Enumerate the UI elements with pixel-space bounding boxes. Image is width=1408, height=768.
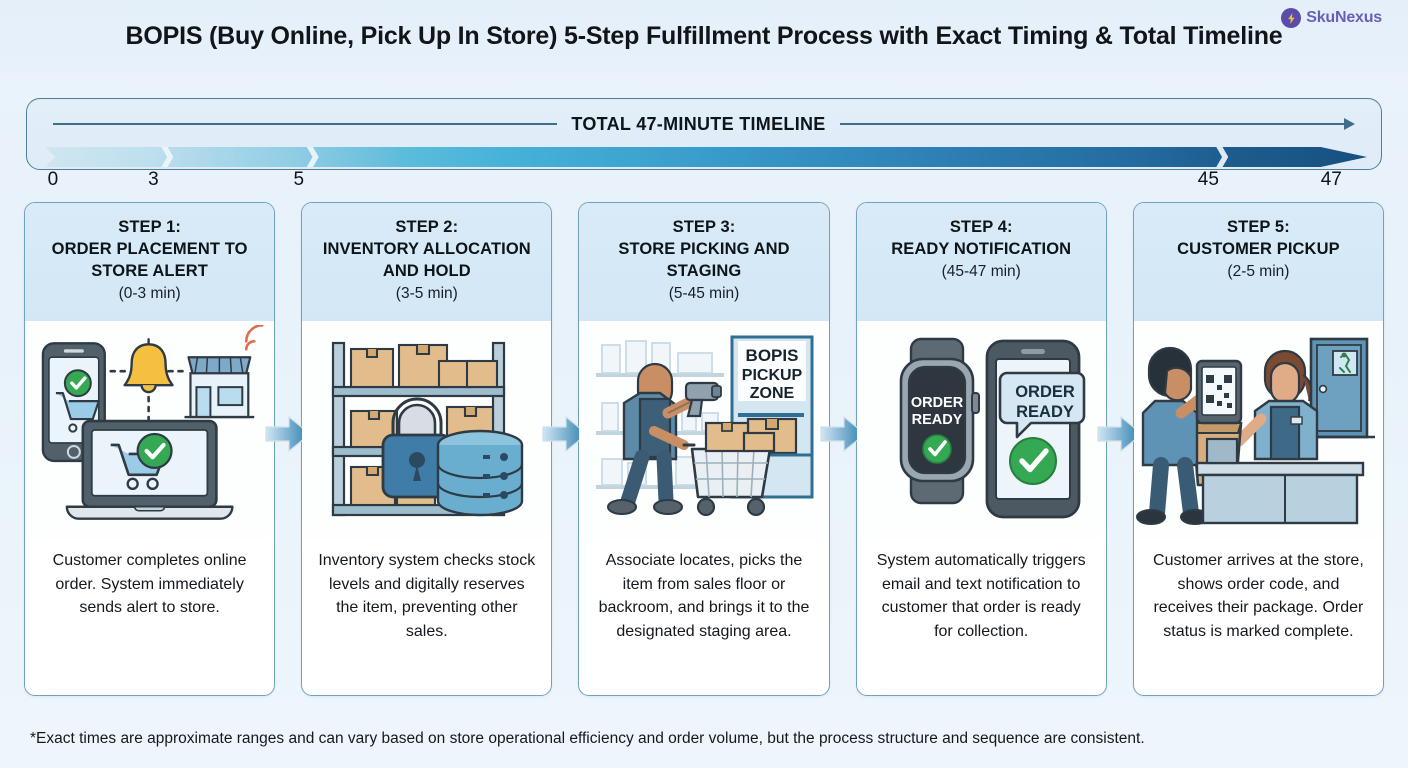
step-3-illustration: BOPIS PICKUP ZONE	[579, 321, 829, 539]
step-5-illustration	[1133, 321, 1384, 539]
connector-gap-3	[820, 202, 866, 696]
timeline-rule-right	[839, 123, 1344, 125]
watch-text-line-2: READY	[912, 412, 963, 428]
timeline-ticks: 0 3 5 45 47	[45, 169, 1367, 191]
connector-gap-4	[1097, 202, 1143, 696]
step-card-3[interactable]: STEP 3: STORE PICKING AND STAGING (5-45 …	[578, 202, 830, 696]
arrow-right-icon-1	[265, 416, 311, 452]
connector-gap-1	[265, 202, 311, 696]
step-3-description: Associate locates, picks the item from s…	[598, 552, 810, 641]
step-4-number: STEP 4:	[949, 218, 1013, 236]
checkout-counter	[1196, 437, 1365, 525]
smartwatch-icon: ORDER READY	[899, 337, 981, 505]
step-card-1[interactable]: STEP 1: ORDER PLACEMENT TO STORE ALERT (…	[24, 202, 276, 696]
lock-icon	[381, 397, 453, 499]
step-1-description: Customer completes online order. System …	[52, 552, 247, 617]
footer: *Exact times are approximate ranges and …	[0, 710, 1408, 768]
step-3-time: (5-45 min)	[668, 285, 740, 303]
step-1-title: ORDER PLACEMENT TO STORE ALERT	[51, 240, 248, 281]
phone-text-line-2: READY	[1016, 403, 1074, 421]
barcode-scanner-icon	[684, 381, 722, 418]
step-5-number: STEP 5:	[1227, 218, 1290, 236]
sign-line-2: PICKUP	[742, 367, 803, 384]
timeline-tick: 3	[148, 169, 159, 190]
step-card-2[interactable]: STEP 2: INVENTORY ALLOCATION AND HOLD (3…	[301, 202, 553, 696]
skunexus-bolt-icon	[1281, 8, 1302, 28]
exit-door-icon	[1305, 337, 1376, 439]
sign-line-1: BOPIS	[746, 346, 799, 365]
total-timeline-panel: TOTAL 47-MINUTE TIMELINE 0 3 5 45 47	[26, 98, 1382, 190]
timeline-label: TOTAL 47-MINUTE TIMELINE	[571, 113, 826, 134]
store-staff-figure	[1233, 349, 1319, 461]
connector-gap-2	[542, 202, 589, 696]
step-1-illustration	[25, 321, 275, 539]
step-2-header: STEP 2: INVENTORY ALLOCATION AND HOLD (3…	[302, 203, 552, 321]
arrow-right-icon-2	[542, 416, 589, 452]
smartphone-icon: ORDER READY	[985, 339, 1086, 519]
brand-logo: SkuNexus	[1281, 8, 1382, 28]
timeline-tick: 47	[1320, 169, 1342, 190]
step-5-time: (2-5 min)	[1227, 263, 1290, 281]
arrow-right-icon-4	[1097, 416, 1143, 452]
step-3-title: STORE PICKING AND STAGING	[618, 240, 790, 281]
timeline-chevron-divider	[307, 147, 319, 167]
step-2-description: Inventory system checks stock levels and…	[318, 552, 536, 641]
page-title: BOPIS (Buy Online, Pick Up In Store) 5-S…	[125, 21, 1283, 50]
step-4-description: System automatically triggers email and …	[876, 552, 1086, 641]
laptop-icon	[65, 419, 234, 520]
step-2-time: (3-5 min)	[395, 285, 458, 303]
store-associate-figure	[607, 362, 722, 515]
timeline-headline: TOTAL 47-MINUTE TIMELINE	[27, 111, 1381, 137]
timeline-rule-left	[53, 123, 558, 125]
step-5-header: STEP 5: CUSTOMER PICKUP (2-5 min)	[1133, 203, 1384, 321]
step-1-number: STEP 1:	[118, 218, 181, 236]
title-bar: BOPIS (Buy Online, Pick Up In Store) 5-S…	[0, 0, 1408, 72]
step-2-number: STEP 2:	[395, 218, 459, 236]
timeline-gradient-bar	[45, 147, 1367, 167]
step-4-illustration: ORDER READY ORDER READY	[856, 321, 1106, 539]
timeline-chevron-divider	[161, 147, 173, 167]
step-4-time: (45-47 min)	[941, 263, 1021, 281]
bell-icon	[123, 338, 174, 394]
timeline-arrow-icon	[1344, 118, 1355, 130]
timeline-chevron-divider	[1216, 147, 1228, 167]
database-icon	[436, 429, 523, 517]
shopping-cart-icon	[682, 421, 776, 517]
step-3-number: STEP 3:	[672, 218, 736, 236]
timeline-tick: 45	[1197, 169, 1219, 190]
step-4-title: READY NOTIFICATION	[891, 240, 1072, 259]
connector-dashes	[109, 369, 188, 423]
arrow-right-icon-3	[820, 416, 866, 452]
qr-code-phone-icon	[1196, 359, 1243, 425]
step-1-header: STEP 1: ORDER PLACEMENT TO STORE ALERT (…	[25, 203, 275, 321]
watch-text-line-1: ORDER	[911, 395, 964, 411]
step-2-title: INVENTORY ALLOCATION AND HOLD	[322, 240, 531, 281]
step-5-description: Customer arrives at the store, shows ord…	[1153, 552, 1364, 641]
sign-line-3: ZONE	[750, 385, 795, 402]
order-ready-bubble: ORDER READY	[998, 371, 1086, 439]
store-icon	[184, 325, 264, 419]
steps-row: STEP 1: ORDER PLACEMENT TO STORE ALERT (…	[24, 202, 1385, 696]
timeline-gradient-fill	[45, 147, 1367, 167]
brand-name: SkuNexus	[1306, 9, 1382, 26]
step-2-illustration	[302, 321, 552, 539]
step-4-header: STEP 4: READY NOTIFICATION (45-47 min)	[856, 203, 1106, 321]
step-card-4[interactable]: STEP 4: READY NOTIFICATION (45-47 min) O…	[855, 202, 1107, 696]
step-5-title: CUSTOMER PICKUP	[1177, 240, 1340, 259]
step-3-header: STEP 3: STORE PICKING AND STAGING (5-45 …	[579, 203, 829, 321]
phone-text-line-1: ORDER	[1015, 383, 1075, 401]
step-card-5[interactable]: STEP 5: CUSTOMER PICKUP (2-5 min)	[1132, 202, 1385, 696]
timeline-tick: 5	[293, 169, 305, 190]
step-1-time: (0-3 min)	[118, 285, 181, 303]
timeline-tick: 0	[47, 169, 59, 190]
footer-note: *Exact times are approximate ranges and …	[30, 730, 1145, 747]
